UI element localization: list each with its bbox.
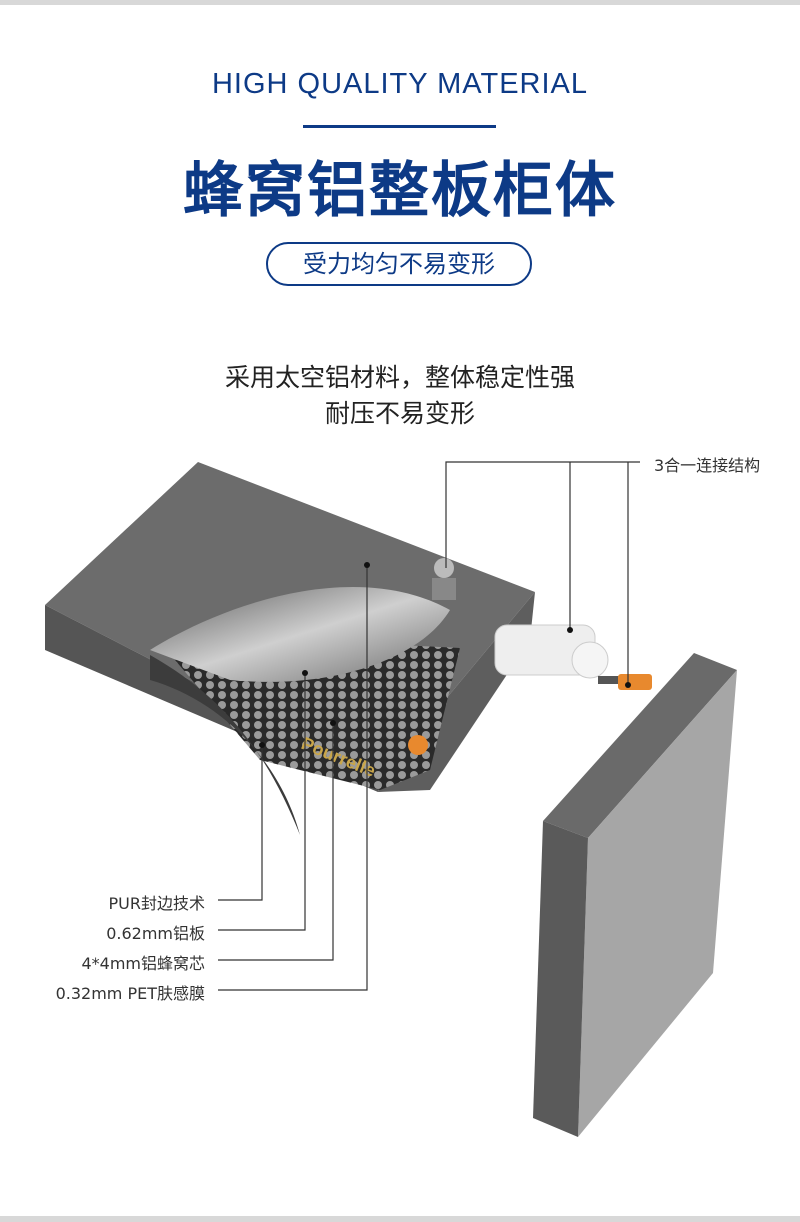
callout-lines <box>218 461 640 991</box>
callout-pur-edge: PUR封边技术 <box>108 894 205 913</box>
cabinet-panel-right <box>533 653 737 1137</box>
description-line-1: 采用太空铝材料，整体稳定性强 <box>224 363 575 392</box>
peeled-aluminum-sheet <box>150 587 450 682</box>
peeled-film <box>150 655 300 835</box>
callout-connector: 3合一连接结构 <box>654 456 761 475</box>
description-line-2: 耐压不易变形 <box>324 399 475 428</box>
orange-dowel <box>408 735 428 755</box>
callout-honeycomb-core: 4*4mm铝蜂窝芯 <box>81 954 205 973</box>
callout-aluminum-sheet: 0.62mm铝板 <box>106 924 205 943</box>
cabinet-panel-left: Pourrelle <box>45 462 535 835</box>
heading-rule <box>303 125 496 128</box>
cam-screw <box>434 558 454 578</box>
callout-pet-film: 0.32mm PET肤感膜 <box>55 984 205 1003</box>
bottom-divider <box>0 1216 800 1222</box>
top-divider <box>0 0 800 5</box>
connector-hardware <box>494 624 652 690</box>
page-title: 蜂窝铝整板柜体 <box>183 156 617 226</box>
tagline-badge: 受力均匀不易变形 <box>266 242 532 286</box>
callout-dots <box>259 562 631 748</box>
english-heading: HIGH QUALITY MATERIAL <box>211 68 589 100</box>
